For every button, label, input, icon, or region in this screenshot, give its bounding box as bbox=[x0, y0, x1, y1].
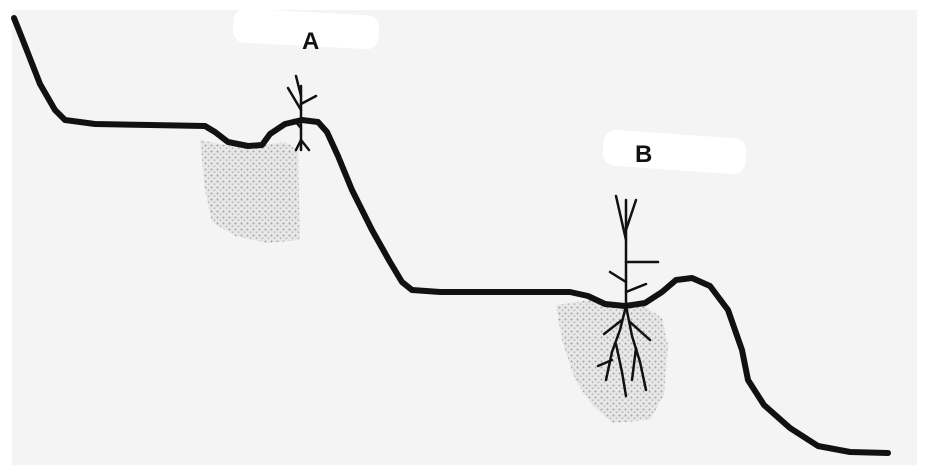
label-a: A bbox=[302, 30, 319, 54]
terrain-line bbox=[14, 18, 888, 453]
label-b: B bbox=[635, 143, 652, 167]
plant-a bbox=[288, 76, 316, 150]
soil-patch-b bbox=[556, 300, 668, 423]
soil-patch-a bbox=[200, 140, 300, 243]
